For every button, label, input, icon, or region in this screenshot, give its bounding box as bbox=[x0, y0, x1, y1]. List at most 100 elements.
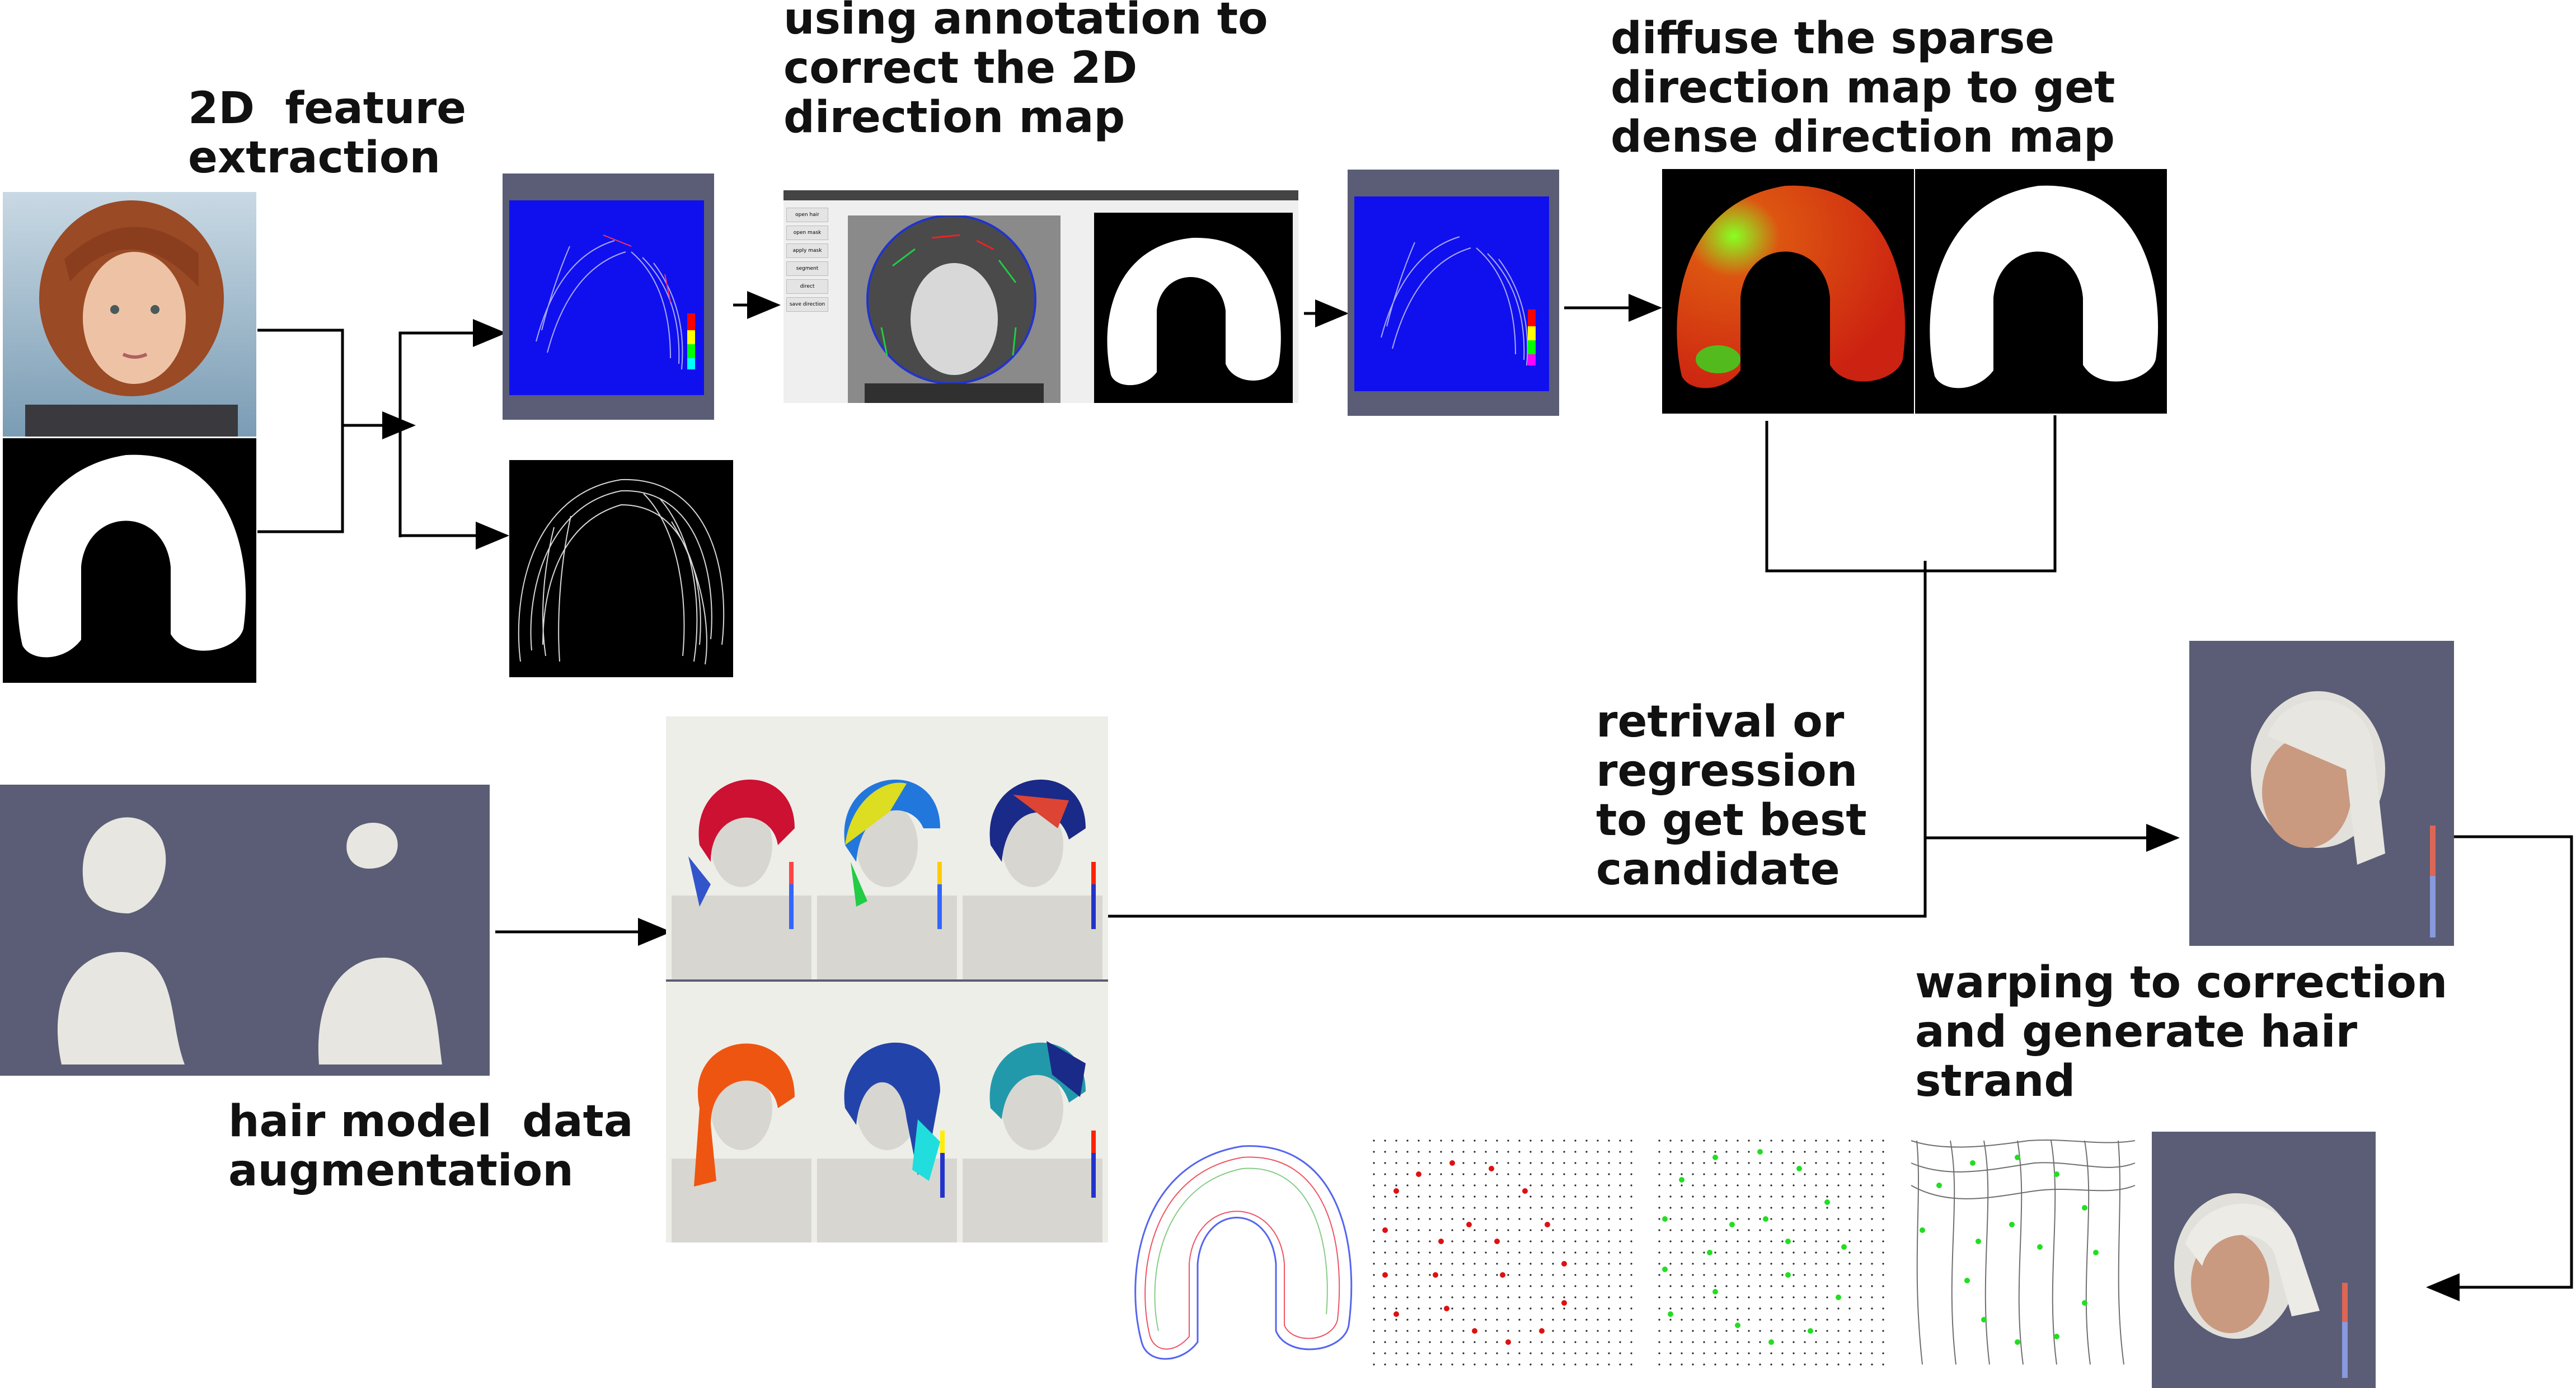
grid-dot bbox=[1871, 1352, 1873, 1354]
grid-dot bbox=[1608, 1140, 1610, 1142]
grid-dot bbox=[1619, 1319, 1621, 1321]
open-mask-button[interactable]: open mask bbox=[786, 226, 828, 240]
grid-dot bbox=[1406, 1162, 1409, 1164]
grid-dot bbox=[1507, 1363, 1509, 1366]
grid-dot bbox=[1574, 1240, 1576, 1242]
grid-dot bbox=[1703, 1140, 1705, 1142]
apply-mask-button[interactable]: apply mask bbox=[786, 243, 828, 258]
grid-dot bbox=[1418, 1330, 1420, 1332]
grid-dot bbox=[1759, 1363, 1761, 1366]
grid-dot bbox=[1619, 1173, 1621, 1175]
grid-dot bbox=[1619, 1184, 1621, 1187]
grid-dot bbox=[1793, 1173, 1795, 1175]
grid-dot bbox=[1826, 1240, 1828, 1242]
grid-dot bbox=[1429, 1218, 1431, 1220]
grid-dot bbox=[1518, 1184, 1521, 1187]
grid-dot bbox=[1630, 1218, 1632, 1220]
grid-dot bbox=[1804, 1229, 1806, 1231]
grid-dot bbox=[1737, 1307, 1739, 1310]
grid-dot bbox=[1703, 1151, 1705, 1153]
grid-dot bbox=[1815, 1352, 1817, 1354]
grid-dot bbox=[1804, 1251, 1806, 1254]
grid-dot bbox=[1429, 1207, 1431, 1209]
grid-dot bbox=[1658, 1229, 1660, 1231]
grid-dot bbox=[1815, 1341, 1817, 1343]
grid-dot bbox=[1406, 1140, 1409, 1142]
grid-dot bbox=[1451, 1341, 1453, 1343]
grid-dot bbox=[1574, 1330, 1576, 1332]
grid-dot bbox=[1585, 1240, 1588, 1242]
grid-dot bbox=[1518, 1319, 1521, 1321]
grid-dot bbox=[1518, 1307, 1521, 1310]
grid-dot bbox=[1630, 1296, 1632, 1298]
grid-dot bbox=[1882, 1319, 1884, 1321]
grid-dot bbox=[1630, 1184, 1632, 1187]
grid-dot bbox=[1848, 1218, 1851, 1220]
grid-dot bbox=[1496, 1207, 1498, 1209]
grid-dot bbox=[1373, 1184, 1375, 1187]
grid-dot bbox=[1496, 1162, 1498, 1164]
grid-dot bbox=[1597, 1151, 1599, 1153]
grid-dot bbox=[1585, 1229, 1588, 1231]
grid-dot bbox=[1714, 1274, 1716, 1276]
grid-dot bbox=[1630, 1151, 1632, 1153]
grid-dot bbox=[1563, 1184, 1565, 1187]
grid-dot bbox=[1406, 1330, 1409, 1332]
direct-button[interactable]: direct bbox=[786, 279, 828, 294]
grid-dot bbox=[1826, 1195, 1828, 1198]
warping-red-grid bbox=[1363, 1129, 1643, 1376]
grid-dot bbox=[1669, 1151, 1672, 1153]
grid-dot bbox=[1518, 1330, 1521, 1332]
grid-dot bbox=[1451, 1363, 1453, 1366]
grid-dot bbox=[1406, 1251, 1409, 1254]
grid-dot bbox=[1462, 1162, 1465, 1164]
grid-dot bbox=[1725, 1184, 1728, 1187]
grid-dot bbox=[1552, 1218, 1554, 1220]
grid-dot bbox=[1737, 1218, 1739, 1220]
grid-dot bbox=[1373, 1207, 1375, 1209]
grid-dot bbox=[1563, 1240, 1565, 1242]
grid-dot bbox=[1725, 1285, 1728, 1287]
grid-dot bbox=[1826, 1307, 1828, 1310]
grid-dot bbox=[1563, 1173, 1565, 1175]
grid-dot bbox=[1725, 1229, 1728, 1231]
grid-dot bbox=[1748, 1307, 1750, 1310]
grid-dot bbox=[1541, 1195, 1543, 1198]
grid-dot bbox=[1395, 1274, 1397, 1276]
grid-dot bbox=[1703, 1341, 1705, 1343]
grid-dot bbox=[1837, 1330, 1840, 1332]
grid-dot bbox=[1373, 1140, 1375, 1142]
grid-dot bbox=[1793, 1162, 1795, 1164]
grid-dot bbox=[1681, 1352, 1683, 1354]
grid-dot bbox=[1395, 1251, 1397, 1254]
grid-dot bbox=[1395, 1162, 1397, 1164]
grid-dot bbox=[1384, 1285, 1386, 1287]
save-direction-button[interactable]: save direction bbox=[786, 297, 828, 312]
grid-dot bbox=[1725, 1274, 1728, 1276]
grid-dot bbox=[1714, 1251, 1716, 1254]
grid-dot bbox=[1585, 1319, 1588, 1321]
open-hair-button[interactable]: open hair bbox=[786, 208, 828, 222]
grid-dot bbox=[1837, 1263, 1840, 1265]
grid-dot bbox=[1759, 1229, 1761, 1231]
grid-dot bbox=[1462, 1285, 1465, 1287]
grid-dot bbox=[1770, 1319, 1772, 1321]
grid-dot bbox=[1714, 1363, 1716, 1366]
grid-dot bbox=[1815, 1240, 1817, 1242]
grid-dot bbox=[1529, 1307, 1532, 1310]
grid-dot bbox=[1871, 1263, 1873, 1265]
grid-dot bbox=[1630, 1285, 1632, 1287]
grid-dot bbox=[1669, 1218, 1672, 1220]
grid-dot bbox=[1440, 1140, 1442, 1142]
grid-dot bbox=[1826, 1285, 1828, 1287]
grid-dot bbox=[1541, 1263, 1543, 1265]
grid-dot bbox=[1406, 1263, 1409, 1265]
grid-dot bbox=[1770, 1229, 1772, 1231]
grid-dot bbox=[1815, 1251, 1817, 1254]
segment-button[interactable]: segment bbox=[786, 261, 828, 276]
grid-dot bbox=[1440, 1274, 1442, 1276]
grid-dot bbox=[1529, 1274, 1532, 1276]
grid-dot bbox=[1529, 1296, 1532, 1298]
grid-dot bbox=[1748, 1285, 1750, 1287]
grid-dot bbox=[1406, 1285, 1409, 1287]
